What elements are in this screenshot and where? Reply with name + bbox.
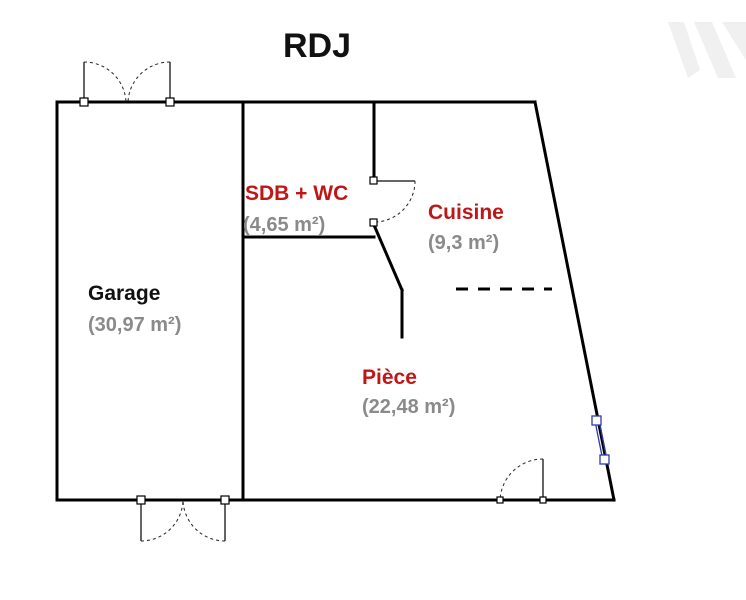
logo-watermark-icon xyxy=(668,22,746,78)
plan-title: RDJ xyxy=(283,27,351,65)
room-cuisine-area: (9,3 m²) xyxy=(428,232,499,254)
garage-top-door xyxy=(79,61,175,107)
room-cuisine-name: Cuisine xyxy=(428,201,504,224)
room-sdb-area: (4,65 m²) xyxy=(243,214,325,236)
outer-walls xyxy=(55,100,616,502)
room-garage-area: (30,97 m²) xyxy=(88,314,181,336)
room-sdb-name: SDB + WC xyxy=(245,182,348,205)
sdb-door xyxy=(369,176,416,227)
garage-bottom-door xyxy=(136,495,230,542)
room-piece-name: Pièce xyxy=(362,366,417,389)
room-piece-area: (22,48 m²) xyxy=(362,396,455,418)
room-garage-name: Garage xyxy=(88,282,160,305)
piece-door xyxy=(496,458,547,504)
window xyxy=(591,415,610,465)
interior-walls xyxy=(241,100,404,502)
